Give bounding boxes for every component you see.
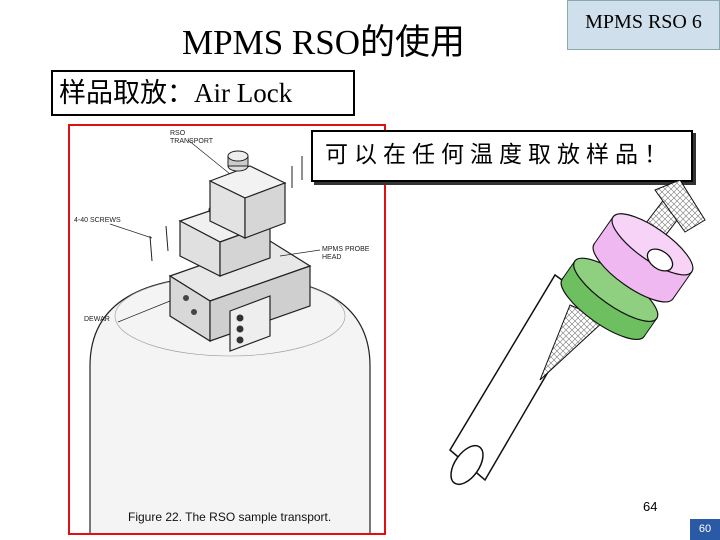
label-probe: MPMS PROBE — [322, 246, 370, 253]
figure-frame: RSO TRANSPORT 4-40 SCREWS MPMS PROBE HEA… — [68, 124, 386, 535]
page-number: 64 — [643, 499, 658, 514]
label-transport: TRANSPORT — [170, 138, 214, 145]
label-screws: 4-40 SCREWS — [74, 217, 121, 224]
label-rso: RSO — [170, 130, 186, 137]
slide-tag: MPMS RSO 6 — [567, 0, 720, 50]
callout-box: 可以在任何温度取放样品！ — [311, 130, 693, 182]
label-head: HEAD — [322, 254, 341, 261]
rso-transport-drawing: RSO TRANSPORT 4-40 SCREWS MPMS PROBE HEA… — [74, 130, 371, 533]
slide-subtitle: 样品取放：Air Lock — [51, 70, 355, 116]
slide-number-badge: 60 — [690, 519, 720, 540]
figure-caption: Figure 22. The RSO sample transport. — [128, 510, 332, 524]
air-lock-schematic — [449, 180, 706, 486]
slide-title: MPMS RSO的使用 — [182, 23, 466, 62]
green-ring — [560, 257, 659, 340]
pink-ring — [592, 213, 694, 303]
label-dewar: DEWAR — [84, 316, 110, 323]
